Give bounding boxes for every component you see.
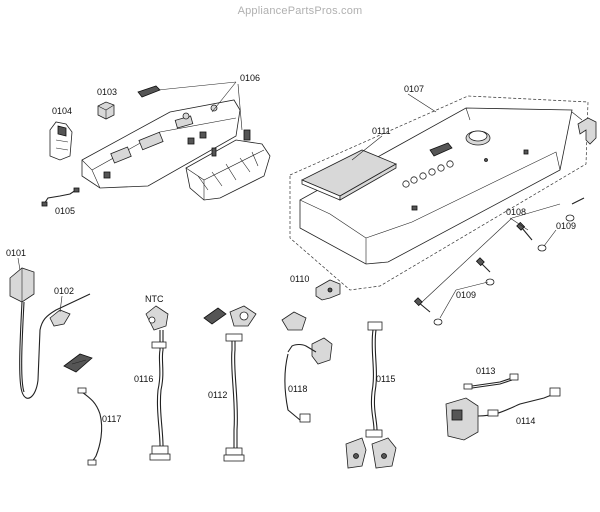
- label-0115: 0115: [376, 374, 395, 384]
- label-0102: 0102: [54, 286, 74, 296]
- part-0114-module[interactable]: [445, 387, 561, 441]
- label-0112: 0112: [208, 390, 227, 400]
- part-0104-bracket[interactable]: [49, 121, 73, 161]
- label-0109-right: 0109: [556, 221, 576, 231]
- part-0117-harness[interactable]: [63, 353, 103, 466]
- label-ntc: NTC: [145, 294, 164, 304]
- label-0114: 0114: [516, 416, 535, 426]
- group-0107-outline: [289, 95, 589, 291]
- label-0113: 0113: [476, 366, 495, 376]
- part-0108-screws[interactable]: [413, 197, 585, 313]
- part-0107-control-panel[interactable]: [299, 107, 573, 265]
- part-0118-harness[interactable]: [281, 311, 333, 423]
- label-0108: 0108: [506, 207, 526, 217]
- part-0116-ntc-harness[interactable]: [145, 305, 171, 461]
- part-0106-control-module[interactable]: [81, 85, 271, 201]
- part-0105-wire[interactable]: [41, 187, 80, 207]
- part-0111-panel-insert[interactable]: [301, 149, 397, 201]
- part-0103-cube[interactable]: [97, 101, 115, 120]
- label-0117: 0117: [102, 414, 121, 424]
- label-0101: 0101: [6, 248, 26, 258]
- watermark: AppliancePartsPros.com: [237, 5, 363, 17]
- part-0102-strain-relief[interactable]: [49, 309, 71, 327]
- part-0107-clip[interactable]: [577, 117, 597, 145]
- part-0110-clip[interactable]: [315, 279, 341, 301]
- label-0118: 0118: [288, 384, 307, 394]
- label-0104: 0104: [52, 106, 72, 116]
- label-0110: 0110: [290, 274, 309, 284]
- part-0113-wire[interactable]: [463, 373, 519, 390]
- label-0106: 0106: [240, 73, 260, 83]
- label-0116: 0116: [134, 374, 153, 384]
- label-0103: 0103: [97, 87, 117, 97]
- part-0101-power-cord[interactable]: [9, 267, 91, 399]
- part-0115-harness[interactable]: [345, 321, 397, 469]
- part-0112-harness[interactable]: [203, 305, 257, 462]
- label-0111: 0111: [372, 126, 391, 136]
- part-0109-washers[interactable]: [433, 214, 575, 326]
- label-0107: 0107: [404, 84, 424, 94]
- label-0105: 0105: [55, 206, 75, 216]
- label-0109-left: 0109: [456, 290, 476, 300]
